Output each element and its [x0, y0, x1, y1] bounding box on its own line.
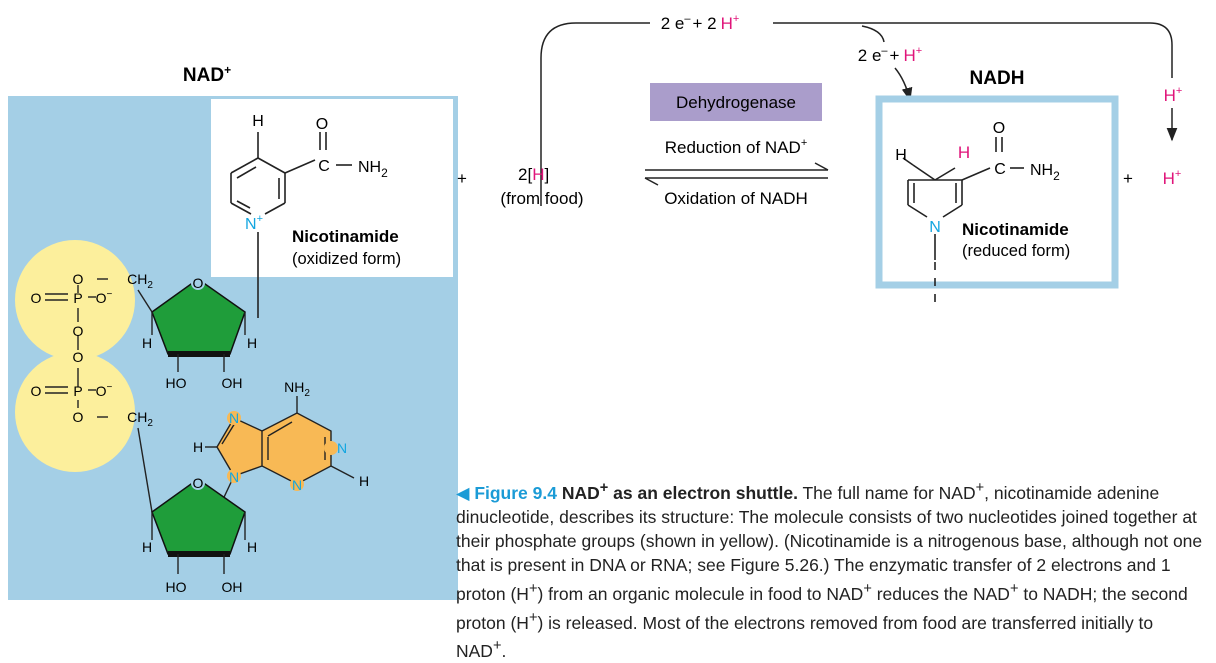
nadh-atom-o: O: [993, 120, 1005, 137]
phosphate-group-2: [15, 352, 135, 472]
nadh-atom-c: C: [994, 161, 1006, 178]
nadh-h-left: H: [895, 147, 907, 164]
ho-ribose-upper: HO: [166, 375, 187, 391]
ch2-upper: CH2: [127, 271, 153, 291]
ho-ribose-lower: HO: [166, 579, 187, 595]
adenine-n-labels: [227, 411, 338, 491]
oh-ribose-upper: OH: [222, 375, 243, 391]
ribose-lower-bonds: [151, 512, 246, 574]
adenine-base: [217, 413, 331, 484]
h-ribose-lower-left: H: [142, 539, 152, 555]
o-link-2: O: [73, 409, 84, 425]
o-bridge-2: O: [73, 349, 84, 365]
ch2-to-ribose-bond: [137, 427, 153, 513]
ring-o-upper: O: [193, 275, 204, 291]
oh-ribose-lower: OH: [222, 579, 243, 595]
nicotinamide-reduced-label: Nicotinamide: [962, 220, 1069, 239]
released-proton: H+: [1163, 168, 1182, 188]
o-link-1: O: [73, 271, 84, 287]
atom-c-amide: C: [318, 158, 330, 175]
nicotinamide-ring-reduced: [902, 137, 1024, 260]
nicotinamide-oxidized-form: (oxidized form): [292, 250, 401, 268]
ribose-upper-bonds: [137, 289, 246, 372]
o-bridge-1: O: [73, 323, 84, 339]
h-ribose-upper-left: H: [142, 335, 152, 351]
equilibrium-arrows: [644, 162, 829, 186]
nadh-title: NADH: [970, 68, 1025, 89]
o-double-2: O: [31, 383, 42, 399]
nadh-amide-nh2: NH2: [1030, 162, 1060, 183]
adenine-nh2: NH2: [284, 379, 310, 399]
nadh-box: [875, 95, 1119, 289]
phosphate-bonds: [45, 278, 108, 418]
nicotinamide-oxidized-label: Nicotinamide: [292, 227, 399, 246]
amide-nh2: NH2: [358, 159, 388, 180]
mid-connector: [861, 25, 885, 43]
phosphorus-2: P: [73, 383, 82, 399]
ch2-lower: CH2: [127, 409, 153, 429]
h-ribose-upper-right: H: [247, 335, 257, 351]
o-minus-1: O−: [96, 289, 113, 306]
released-proton-top: H+: [1164, 85, 1183, 105]
nicotinamide-oxidized-box: [211, 99, 453, 277]
reactant-bracket-line: [540, 22, 650, 206]
reduction-label: Reduction of NAD+: [665, 137, 808, 157]
from-food-label: (from food): [500, 189, 583, 208]
adenine-h2: H: [359, 473, 369, 489]
nicotinamide-ring-oxidized: [230, 132, 352, 318]
nicotinamide-reduced-form: (reduced form): [962, 242, 1070, 260]
phosphate-group-1: [15, 240, 135, 360]
adenine-n3: N: [292, 477, 302, 493]
atom-h-nicotinamide: H: [252, 113, 264, 130]
plus-right: +: [1123, 169, 1133, 188]
nadh-h-added: H: [958, 143, 970, 162]
o-double-1: O: [31, 290, 42, 306]
adenine-n7: N: [229, 410, 239, 426]
oxidation-label: Oxidation of NADH: [664, 189, 808, 208]
adenine-n1: N: [337, 440, 347, 456]
figure-label: ◀ Figure 9.4: [456, 482, 557, 503]
nad-diagram: NAD+ H O C NH2 N+ Nicotinamide (oxidized…: [8, 13, 1183, 600]
adenine-n9: N: [229, 469, 239, 485]
plus-left: +: [457, 169, 467, 188]
dehydrogenase-box: [650, 83, 822, 121]
h-ribose-lower-right: H: [247, 539, 257, 555]
nadh-nitrogen: N: [929, 219, 941, 236]
mid-electrons-label: 2 e–+H+: [858, 45, 922, 65]
nad-plus-title: NAD+: [183, 63, 231, 86]
adenine-h8: H: [193, 439, 203, 455]
ring-o-lower: O: [193, 475, 204, 491]
reactant-2h: 2[H]: [518, 165, 549, 184]
dehydrogenase-label: Dehydrogenase: [676, 93, 796, 112]
figure-title: NAD+ as an electron shuttle.: [561, 480, 798, 503]
nitrogen-plus: N+: [245, 213, 263, 233]
figure-caption: ◀ Figure 9.4 NAD+ as an electron shuttle…: [456, 480, 1203, 662]
electron-transfer-arrow: [894, 67, 913, 102]
top-connector-line: [773, 22, 1173, 78]
atom-o-carbonyl: O: [316, 116, 328, 133]
o-minus-2: O−: [96, 382, 113, 399]
phosphorus-1: P: [73, 290, 82, 306]
